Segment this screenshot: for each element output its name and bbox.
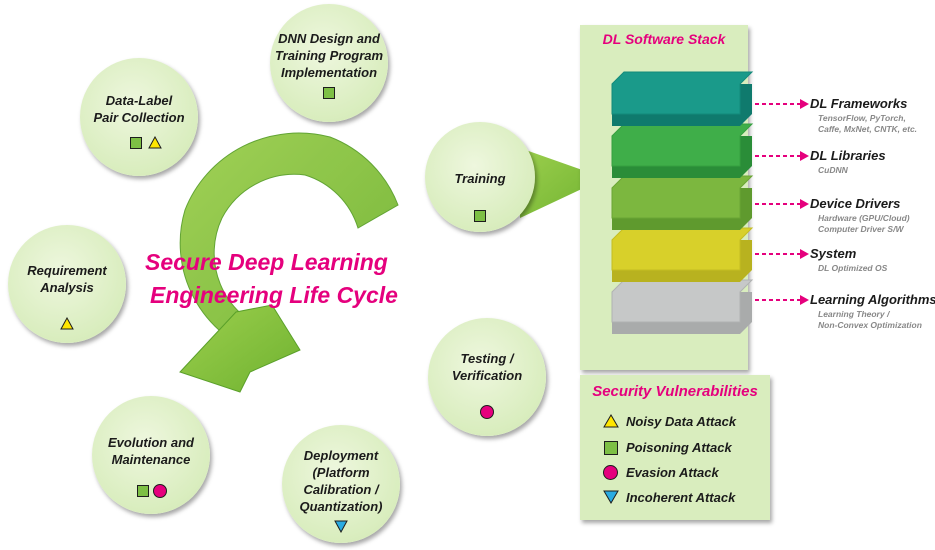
layer-sub-libraries: CuDNN <box>818 165 848 175</box>
square-icon <box>130 137 142 149</box>
square-icon <box>137 485 149 497</box>
layer-name-algorithms: Learning Algorithms <box>810 292 935 307</box>
legend-evasion: Evasion Attack <box>626 465 719 480</box>
stage-label: Evolution and Maintenance <box>108 435 194 467</box>
layer-name-frameworks: DL Frameworks <box>810 96 908 111</box>
layer-sub-system: DL Optimized OS <box>818 263 888 273</box>
legend-inverted-triangle-icon <box>603 490 619 504</box>
legend-circle-icon <box>603 465 618 480</box>
circle-icon <box>480 405 494 419</box>
stage-dnn-design: DNN Design and Training Program Implemen… <box>270 4 388 122</box>
legend-noisy-data: Noisy Data Attack <box>626 414 737 429</box>
stage-label: Training <box>454 171 506 186</box>
square-icon <box>323 87 335 99</box>
layer-sub-frameworks: TensorFlow, PyTorch, Caffe, MxNet, CNTK,… <box>818 113 918 134</box>
layer-dl-libraries <box>611 123 754 178</box>
stage-evolution: Evolution and Maintenance <box>92 396 210 514</box>
stack-title: DL Software Stack <box>602 31 726 47</box>
stage-label: Data-Label Pair Collection <box>93 93 185 125</box>
stage-testing: Testing / Verification <box>428 318 546 436</box>
layer-device-drivers <box>611 175 754 230</box>
legend-poisoning: Poisoning Attack <box>626 440 732 455</box>
layer-system <box>611 227 754 282</box>
stage-label: Requirement Analysis <box>27 263 107 295</box>
layer-name-libraries: DL Libraries <box>810 148 886 163</box>
inverted-triangle-icon <box>334 520 348 533</box>
layer-sub-drivers: Hardware (GPU/Cloud) Computer Driver S/W <box>818 213 910 234</box>
stage-label: Deployment (Platform Calibration / Quant… <box>299 448 383 514</box>
legend-title: Security Vulnerabilities <box>592 383 758 400</box>
legend-triangle-icon <box>603 414 619 428</box>
layer-name-system: System <box>810 246 857 261</box>
layer-sub-algorithms: Learning Theory / Non-Convex Optimizatio… <box>818 309 922 330</box>
triangle-icon <box>148 136 162 149</box>
stage-requirement: Requirement Analysis <box>8 225 126 343</box>
layer-learning-algorithms <box>611 279 754 334</box>
layer-dl-frameworks <box>611 71 754 126</box>
stage-deployment: Deployment (Platform Calibration / Quant… <box>282 425 400 543</box>
center-title-line1: Secure Deep Learning <box>145 249 388 275</box>
stage-training: Training <box>425 122 535 232</box>
center-title-line2: Engineering Life Cycle <box>150 282 398 308</box>
stage-label: Testing / Verification <box>451 351 523 383</box>
stage-data-label: Data-Label Pair Collection <box>80 58 198 176</box>
stage-label: DNN Design and Training Program Implemen… <box>274 31 384 80</box>
legend-square-icon <box>604 441 618 455</box>
legend-incoherent: Incoherent Attack <box>626 490 736 505</box>
triangle-icon <box>60 317 74 330</box>
layer-name-drivers: Device Drivers <box>810 196 901 211</box>
circle-icon <box>153 484 167 498</box>
square-icon <box>474 210 486 222</box>
